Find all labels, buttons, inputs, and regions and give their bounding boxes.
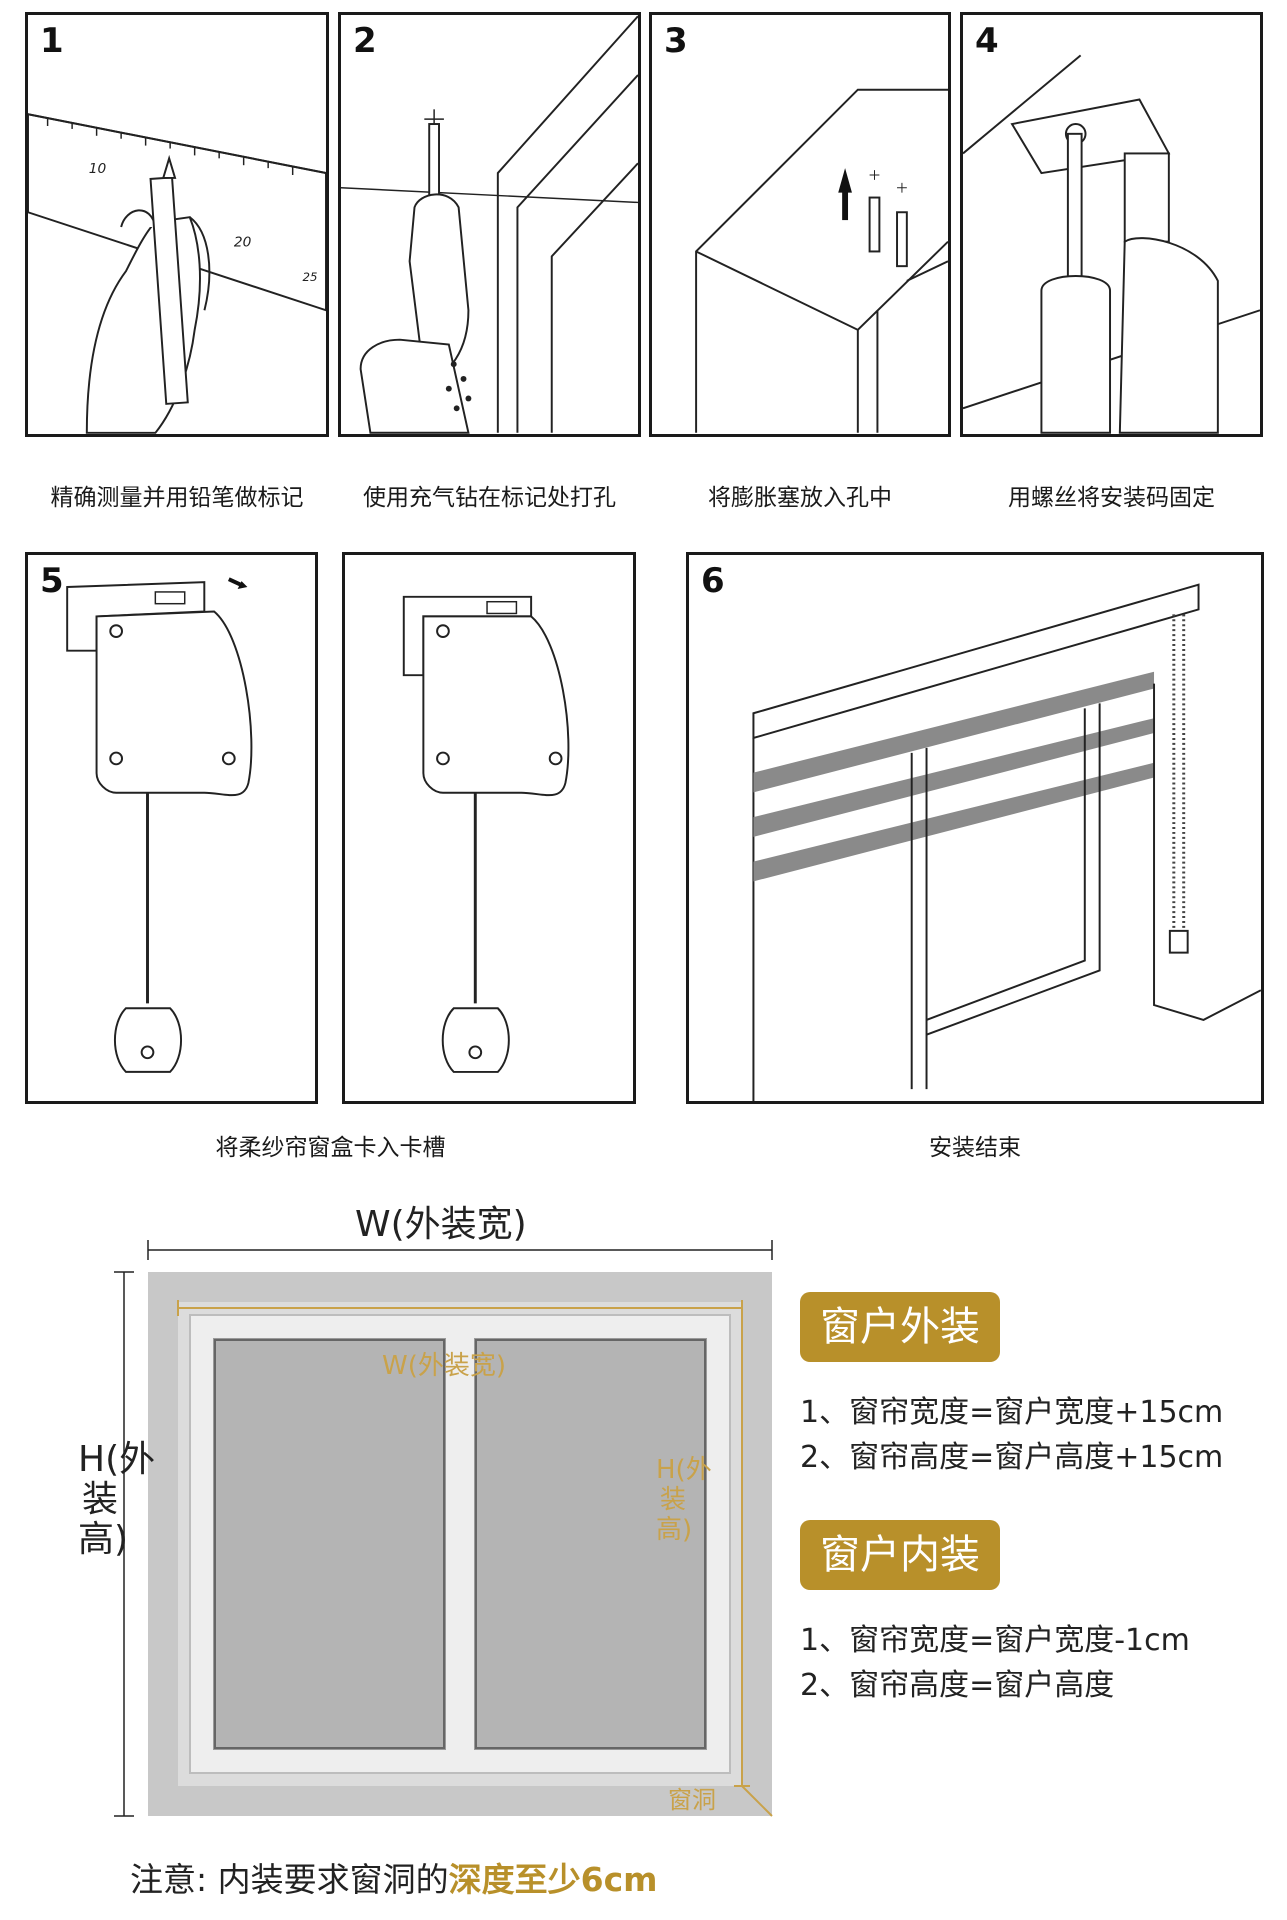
outer-width-label: W(外装宽) [355, 1204, 527, 1245]
step-panel-5a: 5 [25, 552, 318, 1104]
step-number: 1 [40, 21, 64, 61]
step-caption-2: 使用充气钻在标记处打孔 [363, 485, 616, 511]
step-panel-1: 10 20 25 1 [25, 12, 329, 437]
depth-note-highlight: 深度至少6cm [448, 1860, 658, 1899]
step-caption-4: 用螺丝将安装码固定 [1008, 485, 1215, 511]
headrail-clip-seated-illustration [402, 595, 570, 1073]
step-panel-6: 6 [686, 552, 1264, 1104]
step-panel-3: 3 [649, 12, 951, 437]
inside-mount-rule-1: 1、窗帘宽度=窗户宽度-1cm [800, 1623, 1190, 1658]
ruler-tick-25: 25 [302, 270, 317, 284]
outside-mount-badge: 窗户外装 [800, 1292, 1000, 1362]
ruler-tick-10: 10 [89, 161, 107, 177]
inner-height-label: H(外装高) [656, 1455, 712, 1545]
depth-note-prefix: 注意: 内装要求窗洞的 [130, 1860, 449, 1899]
step-panel-4: 4 [960, 12, 1263, 437]
measure-illustration: 10 20 25 [28, 113, 326, 434]
outer-height-label: H(外装高) [78, 1439, 156, 1560]
step-number: 4 [975, 21, 999, 61]
screw-bracket-illustration [963, 54, 1260, 434]
step-number: 5 [40, 561, 64, 601]
inside-mount-badge: 窗户内装 [800, 1520, 1000, 1590]
anchor-illustration [695, 88, 948, 433]
step-caption-6: 安装结束 [929, 1135, 1021, 1161]
step-caption-1: 精确测量并用铅笔做标记 [50, 485, 304, 511]
step-panel-5b [342, 552, 636, 1104]
step-panel-2: 2 [338, 12, 641, 437]
step-caption-3: 将膨胀塞放入孔中 [708, 485, 892, 511]
step-number: 3 [664, 21, 688, 61]
step-number: 6 [701, 561, 725, 601]
headrail-clip-tilted-illustration [66, 577, 253, 1073]
inside-mount-rule-2: 2、窗帘高度=窗户高度 [800, 1668, 1115, 1703]
step-caption-5: 将柔纱帘窗盒卡入卡槽 [215, 1135, 446, 1161]
ruler-tick-20: 20 [234, 235, 252, 251]
step-number: 2 [353, 21, 377, 61]
outside-mount-rule-1: 1、窗帘宽度=窗户宽度+15cm [800, 1395, 1224, 1430]
depth-note: 注意: 内装要求窗洞的深度至少6cm [130, 1853, 658, 1901]
outside-mount-rule-2: 2、窗帘高度=窗户高度+15cm [800, 1440, 1224, 1475]
installed-shade-illustration [752, 583, 1261, 1101]
inner-width-label: W(外装宽) [382, 1351, 506, 1381]
recess-label: 窗洞 [668, 1786, 716, 1814]
drill-illustration [341, 15, 638, 434]
